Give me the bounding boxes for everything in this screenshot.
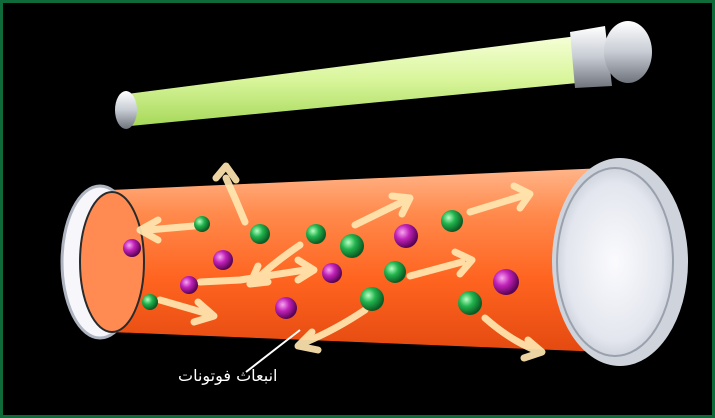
ground-atom (142, 294, 158, 310)
excited-atom (275, 297, 297, 319)
ground-atom (194, 216, 210, 232)
ground-atom (250, 224, 270, 244)
excited-atom (123, 239, 141, 257)
lamp-right-end (604, 21, 652, 83)
right-mirror (557, 168, 673, 356)
ground-atom (384, 261, 406, 283)
ground-atom (340, 234, 364, 258)
excited-atom (394, 224, 418, 248)
photon-emission-label: انبعاث فوتونات (178, 366, 278, 385)
ground-atom (306, 224, 326, 244)
excited-atom (180, 276, 198, 294)
lamp-tube (127, 35, 588, 126)
ground-atom (458, 291, 482, 315)
ground-atom (360, 287, 384, 311)
excited-atom (213, 250, 233, 270)
ground-atom (441, 210, 463, 232)
lamp-left-cap (115, 91, 137, 129)
excited-atom (322, 263, 342, 283)
flash-lamp (115, 21, 652, 129)
laser-medium (62, 158, 688, 366)
excited-atom (493, 269, 519, 295)
